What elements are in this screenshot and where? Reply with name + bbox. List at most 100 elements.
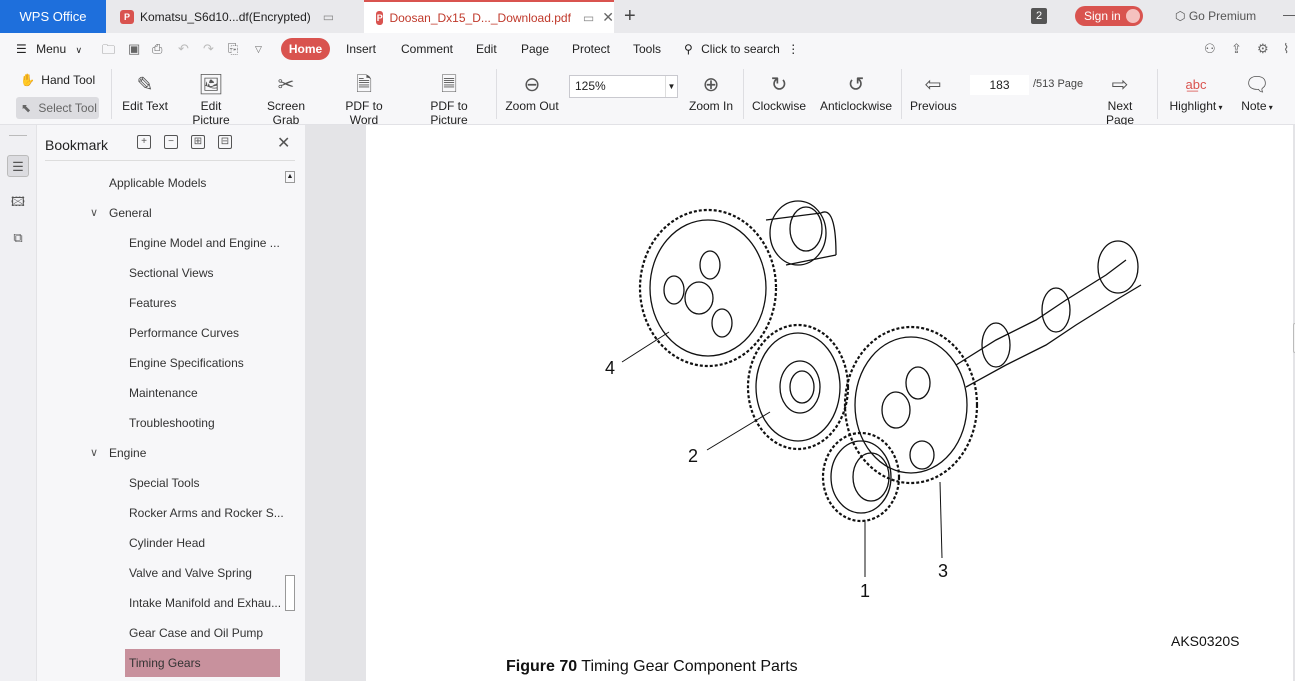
tab-home[interactable]: Home: [281, 38, 330, 60]
bookmark-item[interactable]: Gear Case and Oil Pump: [129, 626, 264, 640]
chevron-down-icon[interactable]: ▼: [665, 76, 677, 97]
search-icon: ⚲: [684, 42, 693, 56]
tab-comment[interactable]: Comment: [401, 42, 454, 56]
bookmark-item[interactable]: Engine Model and Engine ...: [129, 236, 280, 250]
bookmark-item[interactable]: Applicable Models: [109, 176, 207, 190]
document-tab-doosan[interactable]: P Doosan_Dx15_D..._Download.pdf ▭ ✕: [364, 0, 614, 33]
bookmark-item[interactable]: Engine: [109, 446, 147, 460]
edit-picture-label: Edit Picture: [192, 99, 230, 127]
pdf-to-word-button[interactable]: 🗎 PDF to Word: [330, 71, 398, 127]
thumbnail-icon[interactable]: 🖾: [10, 194, 26, 209]
monitor-icon[interactable]: ▭: [582, 10, 595, 25]
window-count-badge[interactable]: 2: [1031, 8, 1047, 24]
zoom-select[interactable]: 125% ▼: [569, 75, 678, 98]
save-icon[interactable]: ▣: [128, 41, 141, 56]
zoom-in-button[interactable]: ⊕ Zoom In: [688, 71, 734, 113]
pdf-to-picture-button[interactable]: 🗏 PDF to Picture: [412, 71, 486, 127]
monitor-icon[interactable]: ▭: [322, 9, 335, 24]
minimize-button[interactable]: —: [1283, 6, 1295, 22]
tab-protect[interactable]: Protect: [572, 42, 611, 56]
bookmark-item[interactable]: Maintenance: [129, 386, 198, 400]
undo-icon[interactable]: ↶: [178, 41, 189, 56]
new-tab-button[interactable]: +: [624, 5, 636, 27]
scroll-up-icon[interactable]: ▲: [285, 171, 295, 183]
zoom-out-button[interactable]: ⊖ Zoom Out: [504, 71, 560, 113]
next-page-button[interactable]: ⇨ Next Page: [1094, 71, 1146, 127]
drag-handle[interactable]: [9, 135, 27, 136]
scrollbar-thumb[interactable]: [285, 575, 295, 611]
bookmark-list-icon[interactable]: ☰: [7, 155, 29, 177]
bookmark-item[interactable]: Features: [129, 296, 177, 310]
gear-icon[interactable]: ⚙: [1257, 41, 1269, 56]
page-number-input[interactable]: 183: [970, 75, 1029, 95]
rotate-clockwise-button[interactable]: ↻ Clockwise: [752, 71, 806, 113]
zoom-out-icon: ⊖: [523, 74, 541, 96]
sign-in-button[interactable]: Sign in: [1075, 6, 1143, 26]
document-viewer[interactable]: 4 2 3 1 AKS0320S Figure 70 Timing Gear C…: [305, 125, 1295, 681]
edit-text-button[interactable]: ✎ Edit Text: [122, 71, 168, 113]
side-panel-handle[interactable]: [1293, 323, 1295, 353]
bookmark-item[interactable]: Sectional Views: [129, 266, 214, 280]
wps-office-tab[interactable]: WPS Office: [0, 0, 106, 33]
highlight-icon: a͟bc: [1185, 77, 1207, 92]
tab-insert[interactable]: Insert: [346, 42, 377, 56]
close-tab-icon[interactable]: ✕: [602, 9, 614, 25]
anticlockwise-label: Anticlockwise: [820, 99, 893, 113]
bookmark-item[interactable]: Intake Manifold and Exhau...: [129, 596, 282, 610]
bookmark-item[interactable]: Rocker Arms and Rocker S...: [129, 506, 284, 520]
remove-bookmark-icon[interactable]: −: [164, 135, 178, 149]
close-icon[interactable]: ✕: [277, 135, 291, 152]
share-user-icon[interactable]: ⚇: [1204, 41, 1216, 56]
bookmark-item[interactable]: Special Tools: [129, 476, 200, 490]
bookmark-item[interactable]: General: [109, 206, 152, 220]
bookmark-item-selected[interactable]: Timing Gears: [129, 656, 201, 670]
open-folder-icon[interactable]: 🗀: [102, 42, 116, 57]
bookmark-scrollbar[interactable]: ▲: [285, 171, 295, 681]
sign-in-label: Sign in: [1084, 9, 1121, 23]
zoom-out-label: Zoom Out: [505, 99, 559, 113]
print-icon[interactable]: ⎙: [152, 41, 163, 56]
bookmark-item[interactable]: Valve and Valve Spring: [129, 566, 252, 580]
zoom-in-icon: ⊕: [702, 74, 720, 96]
note-icon: 🗨: [1244, 74, 1270, 96]
menu-button[interactable]: ☰ Menu ∨: [16, 42, 82, 56]
redo-icon[interactable]: ↷: [203, 41, 214, 56]
share-icon[interactable]: ⇪: [1231, 41, 1242, 56]
figure-caption: Figure 70 Timing Gear Component Parts: [506, 658, 798, 676]
tab-tools[interactable]: Tools: [633, 42, 662, 56]
premium-icon: ⬡: [1175, 9, 1186, 23]
chevron-down-icon[interactable]: ∨: [90, 447, 99, 459]
note-button[interactable]: 🗨 Note ▾: [1238, 71, 1276, 113]
add-child-bookmark-icon[interactable]: ⊞: [191, 135, 205, 149]
bookmark-options-icon[interactable]: ⊟: [218, 135, 232, 149]
customize-dropdown-icon[interactable]: ▽: [255, 44, 262, 54]
screen-grab-button[interactable]: ✂ Screen Grab: [254, 71, 318, 127]
tab-page[interactable]: Page: [521, 42, 550, 56]
export-icon[interactable]: ⎘: [228, 41, 239, 56]
hand-tool-button[interactable]: ✋ Hand Tool: [20, 73, 95, 87]
document-tab-komatsu[interactable]: P Komatsu_S6d10...df(Encrypted) ▭: [108, 0, 362, 33]
rotate-anticlockwise-button[interactable]: ↺ Anticlockwise: [820, 71, 892, 113]
tab-title: Komatsu_S6d10...df(Encrypted): [140, 9, 311, 24]
timing-gear-figure: [621, 200, 1142, 577]
edit-picture-button[interactable]: 🖼 Edit Picture: [181, 71, 241, 127]
highlight-button[interactable]: a͟bc Highlight ▾: [1166, 71, 1226, 113]
go-premium-button[interactable]: ⬡ Go Premium: [1175, 9, 1256, 23]
previous-page-button[interactable]: ⇦ Previous: [910, 71, 957, 113]
chevron-down-icon[interactable]: ∨: [90, 207, 99, 219]
screen-grab-label: Screen Grab: [266, 99, 306, 127]
select-tool-button[interactable]: ⬉ Select Tool: [16, 97, 99, 119]
bookmark-item[interactable]: Engine Specifications: [129, 356, 244, 370]
tab-edit[interactable]: Edit: [476, 42, 497, 56]
more-options-icon[interactable]: ⋮: [787, 42, 800, 56]
bookmark-item[interactable]: Performance Curves: [129, 326, 240, 340]
bookmark-item[interactable]: Troubleshooting: [129, 416, 215, 430]
attachment-icon[interactable]: ⧉: [13, 230, 23, 245]
arrow-left-icon: ⇦: [924, 74, 942, 96]
bookmark-item[interactable]: Cylinder Head: [129, 536, 206, 550]
search-box[interactable]: ⚲ Click to search ⋮: [684, 42, 799, 56]
add-bookmark-icon[interactable]: +: [137, 135, 151, 149]
rotate-clockwise-icon: ↻: [770, 74, 788, 96]
more-icon[interactable]: ⌇: [1283, 41, 1290, 56]
arrow-right-icon: ⇨: [1111, 74, 1129, 96]
